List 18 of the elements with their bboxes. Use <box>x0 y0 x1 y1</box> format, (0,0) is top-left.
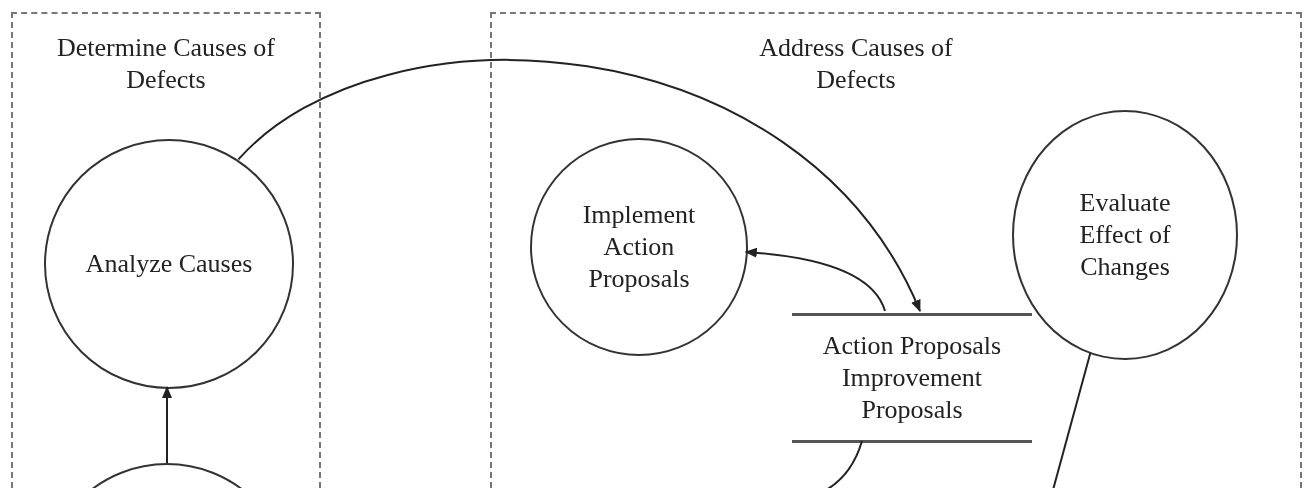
store-label: Improvement Proposals <box>840 362 984 426</box>
connector-line <box>1052 351 1092 488</box>
process-circle <box>530 138 748 356</box>
group-heading: Determine Causes of Defects <box>55 32 276 96</box>
process-group <box>490 12 1302 488</box>
process-label: Evaluate Effect of Changes <box>1078 187 1172 283</box>
arrow <box>237 59 921 312</box>
process-circle <box>1012 110 1238 360</box>
arrow <box>162 386 172 464</box>
store-label: Action Proposals <box>822 330 1002 363</box>
process-label: Analyze Causes <box>85 248 253 280</box>
process-group <box>11 12 321 488</box>
arrow <box>744 247 886 312</box>
group-heading: Address Causes of Defects <box>758 32 954 96</box>
data-store <box>792 313 1032 443</box>
process-circle <box>44 139 294 389</box>
connector-line <box>825 440 863 488</box>
process-label: Implement Action Proposals <box>581 199 697 295</box>
